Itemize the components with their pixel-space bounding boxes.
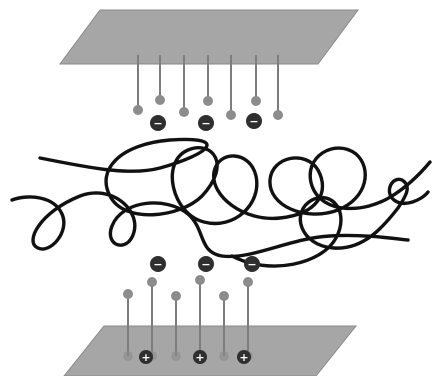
polymer-chain-lower <box>10 191 410 259</box>
negative-ion: − <box>244 256 260 272</box>
surface-chain <box>123 289 133 361</box>
svg-text:−: − <box>249 115 258 128</box>
surface-chain <box>251 55 261 106</box>
negative-ion: − <box>150 256 166 272</box>
svg-text:−: − <box>153 117 162 130</box>
surface-chain <box>273 55 283 120</box>
negative-ion: − <box>198 115 214 131</box>
positive-ion: + <box>193 350 207 364</box>
polymer-chain <box>38 137 432 226</box>
bottom-free-ions: −−− <box>150 256 260 272</box>
surface-chain <box>171 291 181 361</box>
surface-chain <box>179 55 189 117</box>
negative-ion: − <box>150 115 166 131</box>
surface-chain <box>203 55 213 106</box>
top-plate-chains <box>133 55 283 120</box>
polymer-coil <box>10 137 432 268</box>
surface-chain <box>219 291 229 361</box>
polymer-chain-loops <box>230 177 430 268</box>
positive-ion: + <box>139 350 153 364</box>
svg-text:−: − <box>247 258 256 271</box>
svg-text:−: − <box>153 258 162 271</box>
svg-text:+: + <box>141 351 150 364</box>
svg-text:−: − <box>201 258 210 271</box>
svg-text:−: − <box>201 117 210 130</box>
surface-chain <box>226 55 236 120</box>
surface-chain <box>133 55 143 115</box>
svg-text:+: + <box>239 351 248 364</box>
svg-text:+: + <box>195 351 204 364</box>
top-free-ions: −−− <box>150 113 262 131</box>
bottom-plate <box>63 325 358 376</box>
positive-ion: + <box>237 350 251 364</box>
bottom-bound-ions: + + + <box>139 350 251 364</box>
top-plate <box>59 9 359 65</box>
negative-ion: − <box>198 256 214 272</box>
surface-chain <box>155 55 165 105</box>
negative-ion: − <box>246 113 262 129</box>
